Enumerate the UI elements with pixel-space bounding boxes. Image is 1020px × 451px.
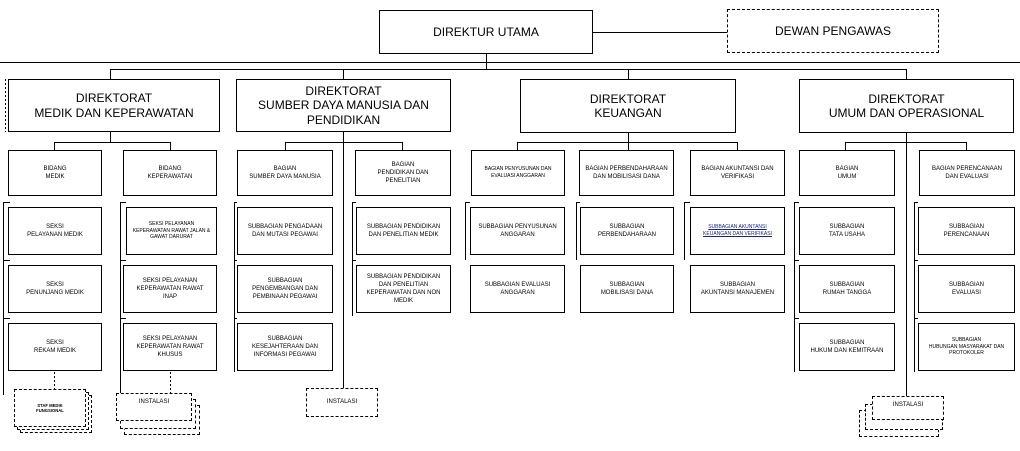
- staf-medik-fungsional-box[interactable]: STAF MEDIK FUNGSIONAL: [14, 389, 86, 427]
- subbagian-perencanaan-box[interactable]: SUBBAGIAN PERENCANAAN: [918, 207, 1015, 255]
- subbagian-kesejahteraan-box[interactable]: SUBBAGIAN KESEJAHTERAAN DAN INFORMASI PE…: [237, 323, 333, 371]
- subbagian-pengadaan-box[interactable]: SUBBAGIAN PENGADAAN DAN MUTASI PEGAWAI: [237, 207, 333, 255]
- direktorat-sdm-box[interactable]: DIREKTORAT SUMBER DAYA MANUSIA DAN PENDI…: [236, 79, 451, 132]
- subbagian-mobilisasi-box[interactable]: SUBBAGIAN MOBILISASI DANA: [580, 265, 674, 313]
- instalasi-umum-box[interactable]: INSTALASI: [872, 396, 944, 420]
- subbagian-penyusunan-box[interactable]: SUBBAGIAN PENYUSUNAN ANGGARAN: [470, 207, 565, 255]
- bidang-medik-box[interactable]: BIDANG MEDIK: [8, 150, 102, 196]
- seksi-rawat-khusus-box[interactable]: SEKSI PELAYANAN KEPERAWATAN RAWAT KHUSUS: [123, 323, 217, 371]
- subbagian-hukum-box[interactable]: SUBBAGIAN HUKUM DAN KEMITRAAN: [799, 323, 895, 371]
- direktorat-medik-box[interactable]: DIREKTORAT MEDIK DAN KEPERAWATAN: [8, 79, 220, 132]
- instalasi-medik-box[interactable]: INSTALASI: [116, 393, 192, 421]
- bagian-penyusunan-box[interactable]: BAGIAN PENYUSUNAN DAN EVALUASI ANGGARAN: [471, 150, 565, 196]
- seksi-rekam-medik-box[interactable]: SEKSI REKAM MEDIK: [8, 323, 102, 371]
- subbagian-pendidikan-nonmedik-box[interactable]: SUBBAGIAN PENDIDIKAN DAN PENELITIAN KEPE…: [356, 265, 451, 313]
- subbagian-evaluasi-anggaran-box[interactable]: SUBBAGIAN EVALUASI ANGGARAN: [470, 265, 565, 313]
- bagian-perbendaharaan-box[interactable]: BAGIAN PERBENDAHARAAN DAN MOBILISASI DAN…: [579, 150, 674, 196]
- direktur-utama-box[interactable]: DIREKTUR UTAMA: [379, 10, 593, 54]
- bagian-sdm-box[interactable]: BAGIAN SUMBER DAYA MANUSIA: [237, 150, 333, 196]
- direktorat-keuangan-box[interactable]: DIREKTORAT KEUANGAN: [520, 79, 736, 133]
- subbagian-pendidikan-medik-box[interactable]: SUBBAGIAN PENDIDIKAN DAN PENELITIAN MEDI…: [356, 207, 451, 255]
- seksi-rawat-inap-box[interactable]: SEKSI PELAYANAN KEPERAWATAN RAWAT INAP: [123, 265, 217, 313]
- seksi-pelayanan-medik-box[interactable]: SEKSI PELAYANAN MEDIK: [8, 207, 102, 255]
- bagian-akuntansi-box[interactable]: BAGIAN AKUNTANSI DAN VERIFIKASI: [690, 150, 785, 196]
- dewan-pengawas-box[interactable]: DEWAN PENGAWAS: [727, 9, 939, 53]
- subbagian-pengembangan-box[interactable]: SUBBAGIAN PENGEMBANGAN DAN PEMBINAAN PEG…: [237, 265, 333, 313]
- bagian-perencanaan-box[interactable]: BAGIAN PERENCANAAN DAN EVALUASI: [919, 150, 1015, 196]
- subbagian-akuntansi-manajemen-box[interactable]: SUBBAGIAN AKUNTANSI MANAJEMEN: [690, 265, 785, 313]
- seksi-penunjang-medik-box[interactable]: SEKSI PENUNJANG MEDIK: [8, 265, 102, 313]
- direktorat-umum-box[interactable]: DIREKTORAT UMUM DAN OPERASIONAL: [799, 79, 1014, 133]
- bagian-pendidikan-box[interactable]: BAGIAN PENDIDIKAN DAN PENELITIAN: [355, 150, 451, 196]
- subbagian-rumah-tangga-box[interactable]: SUBBAGIAN RUMAH TANGGA: [799, 265, 895, 313]
- subbagian-tata-usaha-box[interactable]: SUBBAGIAN TATA USAHA: [799, 207, 895, 255]
- subbagian-evaluasi-box[interactable]: SUBBAGIAN EVALUASI: [918, 265, 1015, 313]
- bagian-umum-box[interactable]: BAGIAN UMUM: [799, 150, 895, 196]
- subbagian-humas-box[interactable]: SUBBAGIAN HUBUNGAN MASYARAKAT DAN PROTOK…: [918, 323, 1015, 371]
- subbagian-akuntansi-keuangan-box[interactable]: SUBBAGIAN AKUNTANSI KEUANGAN DAN VERIFIK…: [690, 207, 785, 255]
- subbagian-perbendaharaan-box[interactable]: SUBBAGIAN PERBENDAHARAAN: [580, 207, 674, 255]
- bidang-keperawatan-box[interactable]: BIDANG KEPERAWATAN: [123, 150, 217, 196]
- seksi-rawat-jalan-box[interactable]: SEKSI PELAYANAN KEPERAWATAN RAWAT JALAN …: [126, 207, 217, 255]
- instalasi-sdm-box[interactable]: INSTALASI: [306, 388, 378, 417]
